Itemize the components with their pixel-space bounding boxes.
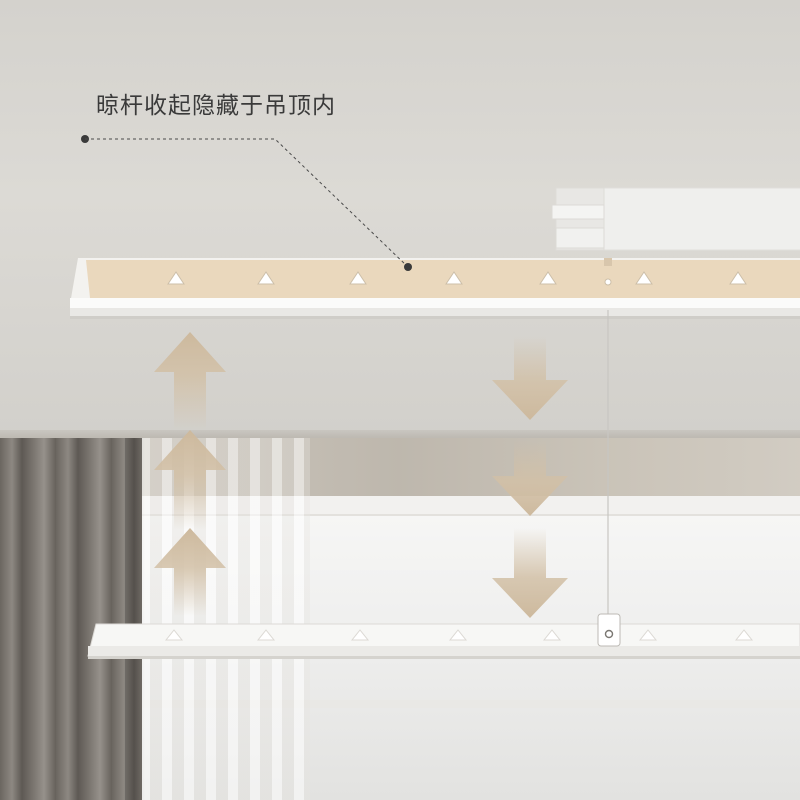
ceiling-edge	[0, 430, 800, 438]
sheer-curtain	[140, 438, 310, 800]
motor-housing	[551, 187, 800, 251]
window-sill-rail	[140, 700, 800, 708]
lowered-rail	[87, 623, 800, 659]
arrow-up-icon	[154, 332, 226, 616]
cable-clamp	[597, 613, 621, 647]
rail-clip	[604, 258, 612, 266]
caption-text: 晾杆收起隐藏于吊顶内	[96, 93, 336, 119]
callout-leader	[81, 135, 412, 271]
curtain	[0, 438, 142, 800]
curtain-shadow	[125, 438, 145, 800]
raised-rail-hooks	[167, 271, 747, 285]
lowered-rail-hooks	[164, 629, 754, 641]
ceiling-channel	[70, 258, 800, 319]
rail-cable-hole	[604, 278, 612, 286]
arrow-down-icon	[492, 336, 568, 618]
